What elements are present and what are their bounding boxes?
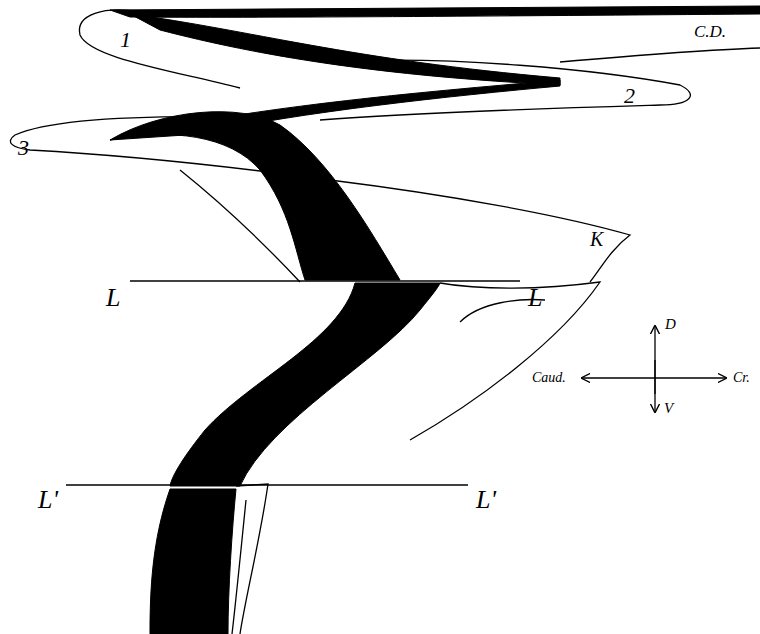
section-label: L bbox=[104, 284, 122, 312]
structure-label: C.D. bbox=[692, 22, 728, 41]
direction-label: Caud. bbox=[530, 370, 568, 386]
direction-label: D bbox=[663, 316, 678, 333]
fold-label: K bbox=[588, 228, 605, 250]
fold-number: 3 bbox=[16, 136, 31, 160]
black-band bbox=[110, 6, 760, 634]
direction-label: V bbox=[662, 400, 675, 417]
section-lines bbox=[66, 281, 520, 485]
lobe-outlines bbox=[10, 10, 760, 634]
fold-number: 2 bbox=[622, 84, 637, 108]
section-label: L' bbox=[36, 486, 60, 514]
fold-number: 1 bbox=[118, 28, 133, 52]
direction-label: Cr. bbox=[731, 370, 752, 386]
section-label: L bbox=[526, 284, 544, 312]
section-label: L' bbox=[474, 486, 498, 514]
orientation-compass bbox=[582, 326, 726, 412]
